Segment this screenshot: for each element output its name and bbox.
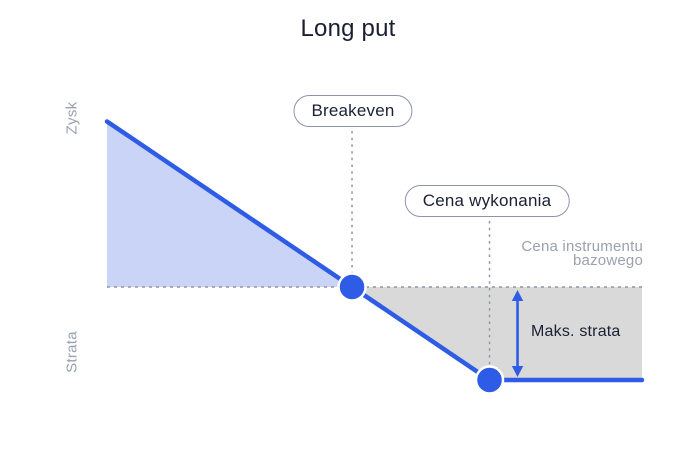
underlying-price-axis-label: Cena instrumentu bazowego (521, 238, 643, 269)
strike-dot (474, 365, 505, 395)
max-loss-arrow-down-head (511, 366, 524, 377)
strike-price-label-pill: Cena wykonania (404, 185, 570, 217)
payoff-line (104, 119, 645, 383)
chart-title: Long put (300, 15, 396, 42)
y-axis-loss-label: Strata (63, 331, 81, 373)
max-loss-label: Maks. strata (531, 323, 621, 340)
loss-area (352, 287, 642, 378)
max-loss-arrow-up-head (511, 290, 524, 301)
y-axis-profit-label: Zysk (63, 101, 81, 135)
breakeven-dot (337, 272, 367, 302)
underlying-price-line2: bazowego (573, 252, 643, 269)
breakeven-label-pill: Breakeven (293, 95, 413, 127)
underlying-price-line1: Cena instrumentu (521, 238, 643, 255)
